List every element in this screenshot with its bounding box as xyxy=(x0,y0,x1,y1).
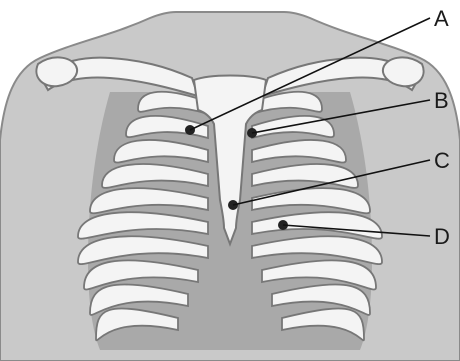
left-shoulder-bone xyxy=(36,57,77,86)
label-a: A xyxy=(434,6,449,31)
label-d: D xyxy=(434,224,450,249)
label-c: C xyxy=(434,148,450,173)
label-b: B xyxy=(434,88,449,113)
right-shoulder-bone xyxy=(383,57,424,86)
